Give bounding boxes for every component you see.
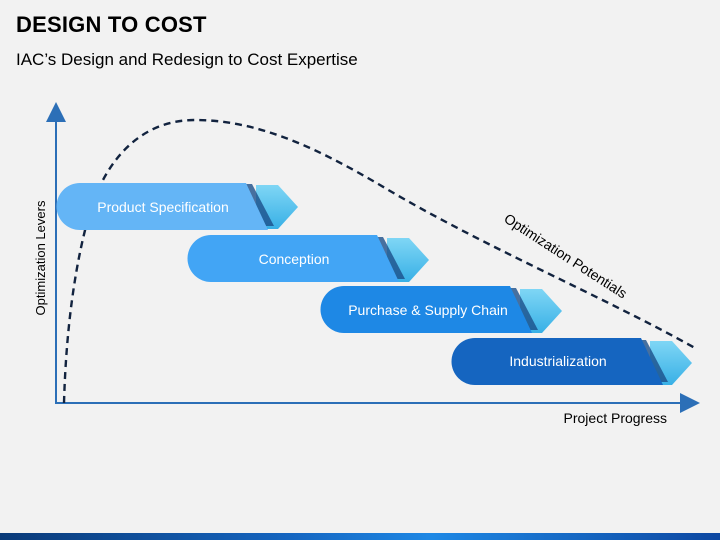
stage-body [320, 286, 532, 333]
curve-label: Optimization Potentials [501, 210, 630, 301]
y-axis-label: Optimization Levers [33, 200, 48, 315]
stage-body [187, 235, 399, 282]
stage-body [451, 338, 663, 385]
stage-body [56, 183, 268, 230]
page-subtitle: IAC’s Design and Redesign to Cost Expert… [16, 50, 358, 69]
stage-label: Industrialization [509, 353, 606, 369]
footer-bar [0, 533, 720, 540]
optimization-potential-curve [62, 118, 696, 404]
x-axis-label: Project Progress [564, 410, 667, 426]
stage-label: Product Specification [97, 199, 229, 215]
page-title: DESIGN TO COST [16, 12, 207, 37]
stage-fold [244, 184, 274, 226]
stage-purchase-supply-chain: Purchase & Supply Chain [320, 286, 562, 333]
stage-conception: Conception [187, 235, 429, 282]
stage-label: Purchase & Supply Chain [348, 302, 508, 318]
stage-product-specification: Product Specification [56, 183, 298, 230]
stage-industrialization: Industrialization [451, 338, 692, 385]
stage-label: Conception [259, 251, 330, 267]
